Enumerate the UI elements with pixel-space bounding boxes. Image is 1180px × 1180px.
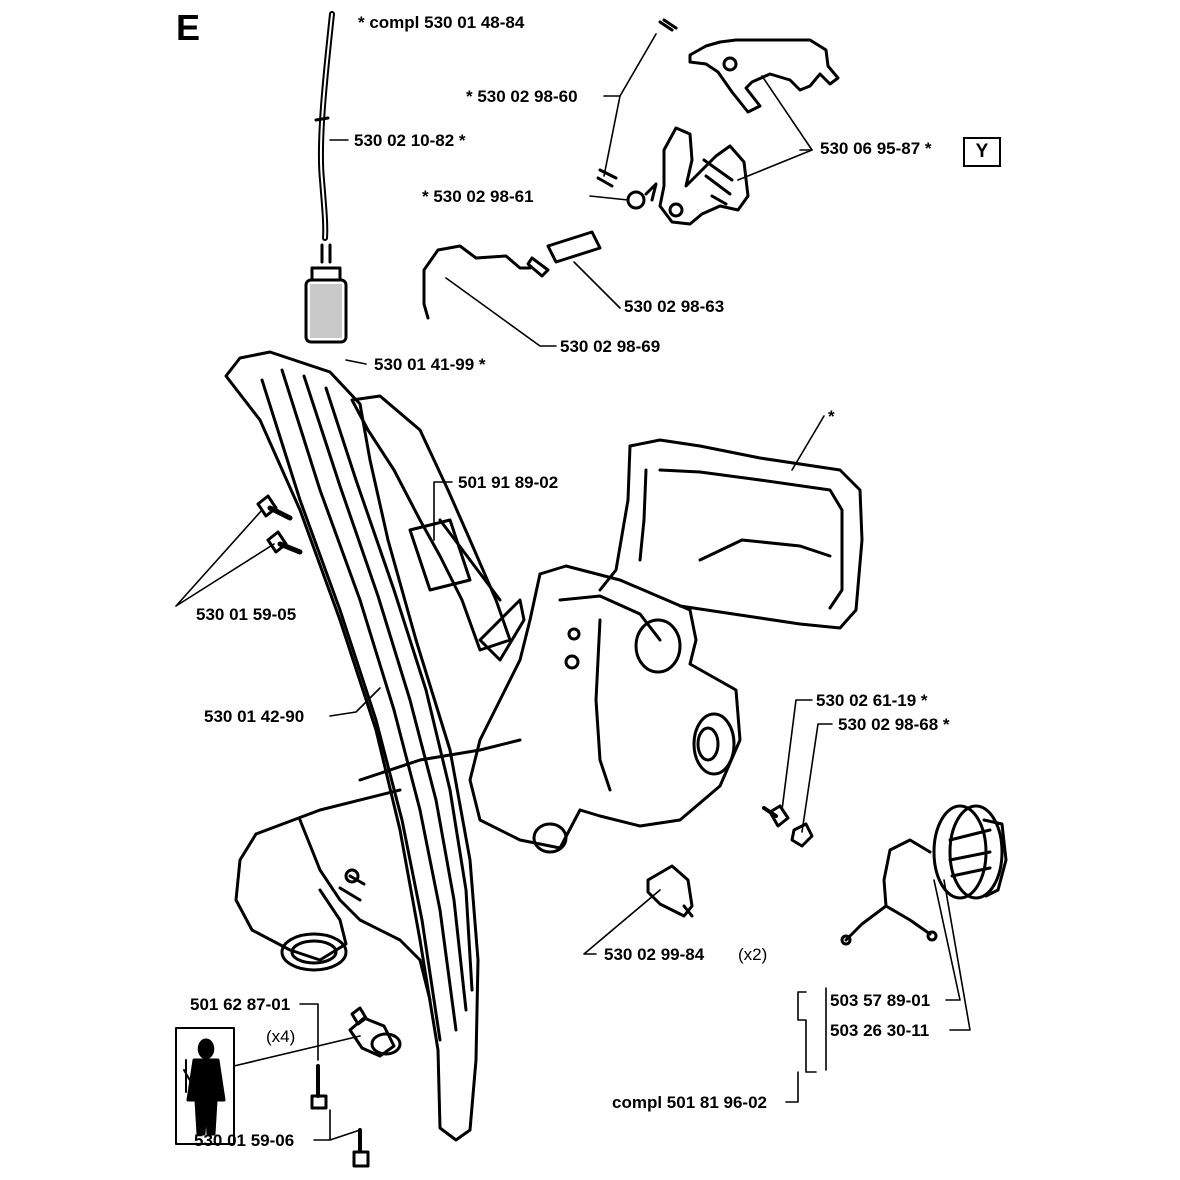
fuel-filter xyxy=(304,243,348,344)
label-front-handle: 530 01 42-90 xyxy=(204,707,305,726)
fuel-hose xyxy=(314,11,335,241)
label-rubber-sleeve: 501 91 89-02 xyxy=(458,473,559,492)
throttle-trigger-assembly xyxy=(596,18,840,226)
front-handle xyxy=(224,350,512,1142)
saw-body xyxy=(234,438,864,1002)
label-handle-top-marker: * xyxy=(828,407,835,426)
label-tank-cap-compl: compl 501 81 96-02 xyxy=(612,1093,767,1112)
label-spring: * 530 02 98-61 xyxy=(422,187,534,206)
safety-illustration xyxy=(175,1027,235,1145)
label-screw-261: 530 02 61-19 * xyxy=(816,691,928,710)
throttle-rod xyxy=(422,230,602,320)
label-hose: 530 02 10-82 * xyxy=(354,131,466,150)
label-dampener: 530 02 99-84 xyxy=(604,945,705,964)
screws-530-01-59-05 xyxy=(256,494,303,555)
label-dampener-qty: (x2) xyxy=(738,945,768,964)
leader-lines xyxy=(175,33,971,1141)
fuel-tank-cap xyxy=(840,804,1008,946)
label-fuel-filter: 530 01 41-99 * xyxy=(374,355,486,374)
label-screws: 530 01 59-05 xyxy=(196,605,297,624)
section-letter: E xyxy=(176,7,201,48)
fastener-parts-bottom xyxy=(310,1006,402,1168)
label-qty-x4: (x4) xyxy=(266,1027,296,1046)
label-nut-268: 530 02 98-68 * xyxy=(838,715,950,734)
label-screw-501: 501 62 87-01 xyxy=(190,995,291,1014)
dampener-530-02-99-84 xyxy=(646,864,694,918)
label-throttle: 530 06 95-87 * xyxy=(820,139,932,158)
label-tank-cap-b: 503 26 30-11 xyxy=(830,1021,930,1040)
label-screw-506: 530 01 59-06 xyxy=(194,1131,295,1150)
label-fuel-hose-compl: * compl 530 01 48-84 xyxy=(358,13,525,32)
label-rod-knob: 530 02 98-63 xyxy=(624,297,725,316)
label-rod: 530 02 98-69 xyxy=(560,337,661,356)
label-tank-cap-a: 503 57 89-01 xyxy=(830,991,931,1010)
screw-and-nut xyxy=(762,804,814,848)
y-badge: Y xyxy=(963,137,1001,167)
label-pin-upper: * 530 02 98-60 xyxy=(466,87,578,106)
